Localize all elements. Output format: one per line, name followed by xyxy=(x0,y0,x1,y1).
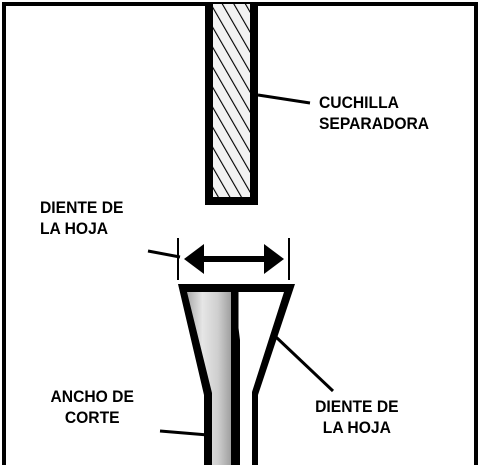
leader-riving-knife xyxy=(257,93,311,105)
label-blade-tooth-right: DIENTE DE LA HOJA xyxy=(309,396,405,438)
leader-kerf-width xyxy=(159,429,209,437)
label-kerf-width-line1: ANCHO DE xyxy=(50,387,134,406)
label-blade-tooth-left-line1: DIENTE DE xyxy=(40,198,124,217)
kerf-dimension xyxy=(177,238,290,280)
label-kerf-width-line2: CORTE xyxy=(64,408,120,427)
label-blade-tooth-left-line2: LA HOJA xyxy=(40,219,109,238)
leader-tooth-left xyxy=(147,249,181,259)
label-riving-knife-line2: SEPARADORA xyxy=(319,114,430,133)
label-riving-knife: CUCHILLA SEPARADORA xyxy=(319,92,429,134)
label-blade-tooth-left: DIENTE DE LA HOJA xyxy=(40,197,123,239)
label-blade-tooth-right-line1: DIENTE DE xyxy=(315,397,399,416)
riving-knife xyxy=(205,4,258,205)
label-riving-knife-line1: CUCHILLA xyxy=(319,93,399,112)
label-blade-tooth-right-line2: LA HOJA xyxy=(322,418,391,437)
leader-tooth-right xyxy=(274,335,335,393)
blade-tooth xyxy=(178,284,295,465)
label-kerf-width: ANCHO DE CORTE xyxy=(37,386,147,428)
